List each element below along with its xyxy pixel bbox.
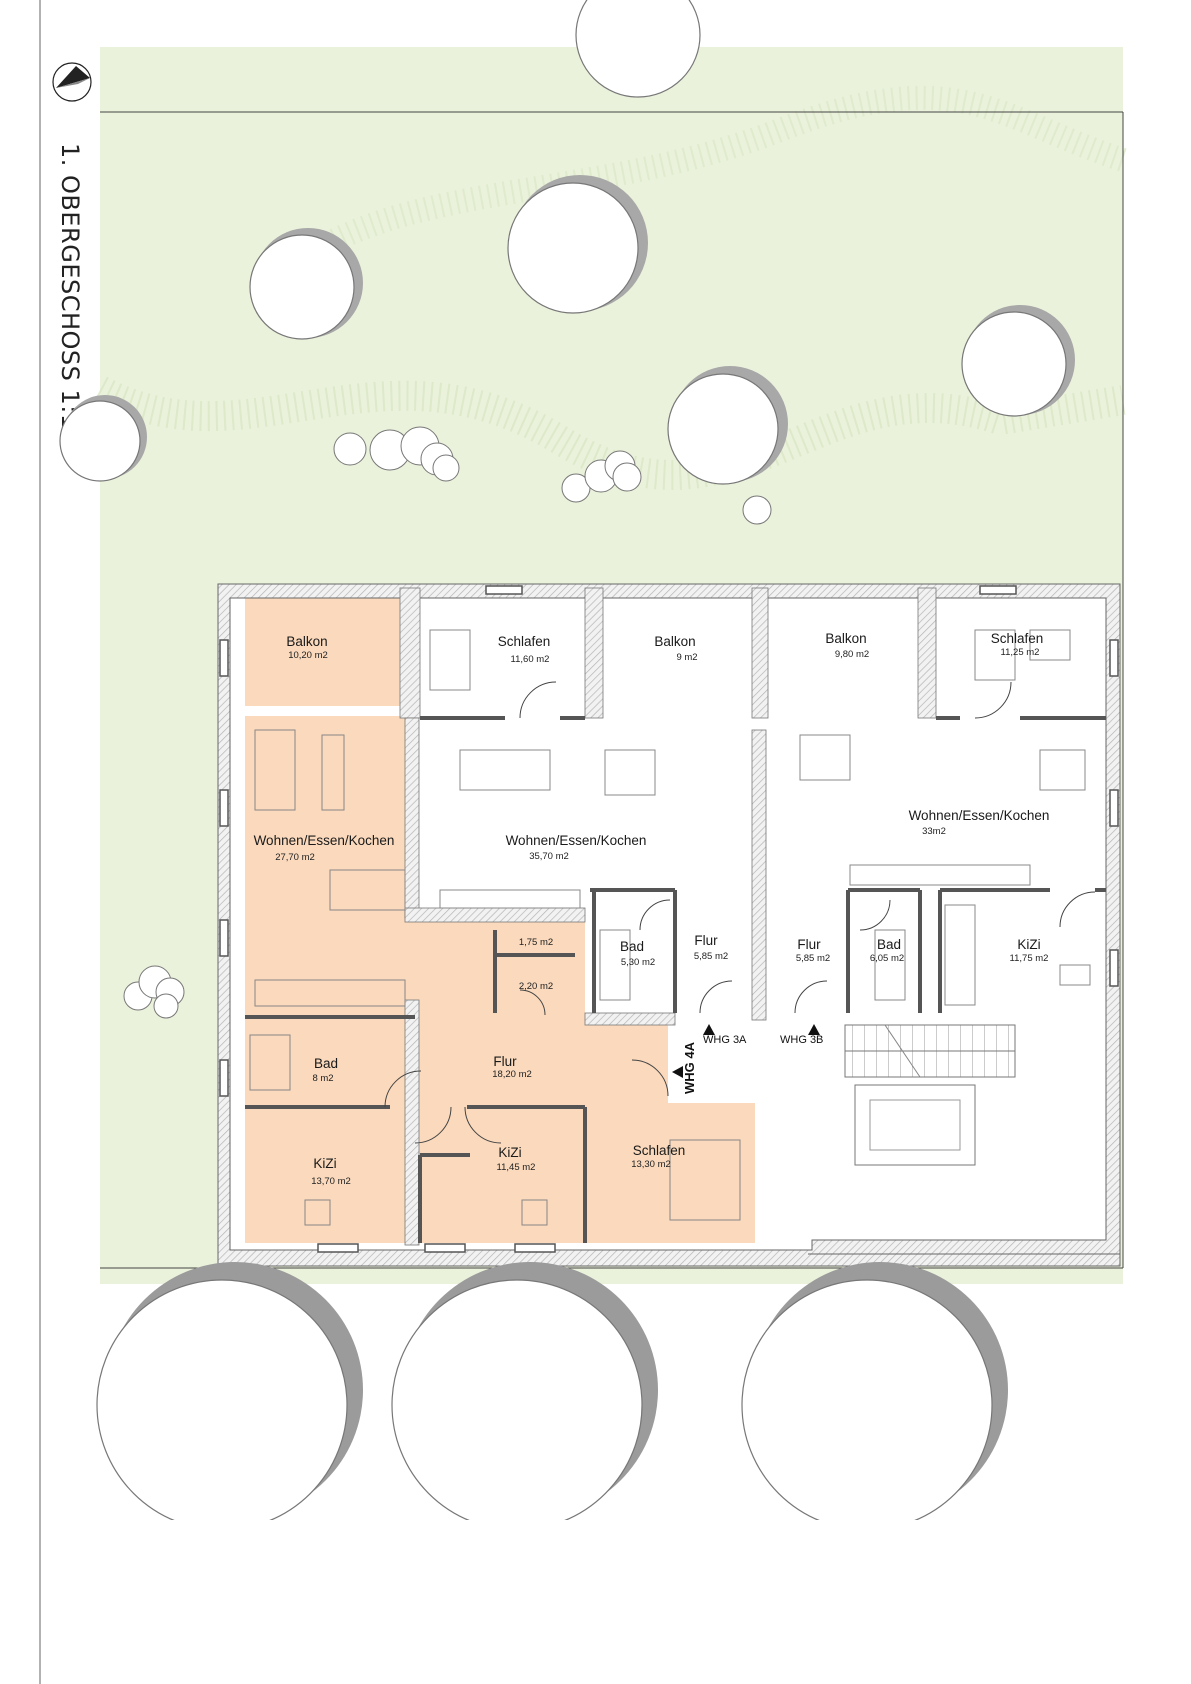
- room-name: Flur: [694, 933, 718, 948]
- tree-icon: [575, 0, 701, 98]
- room-name: Wohnen/Essen/Kochen: [254, 833, 395, 848]
- tree-icon: [961, 305, 1075, 417]
- shrub-icon: [123, 965, 185, 1019]
- entrance-label-4a: WHG 4A: [682, 1041, 697, 1094]
- room-area: 9 m2: [676, 652, 697, 663]
- room-area: 27,70 m2: [275, 852, 315, 863]
- tree-icon: [667, 366, 788, 485]
- room-labels: Balkon 10,20 m2 Schlafen 11,60 m2 Balkon…: [254, 631, 1050, 1187]
- room-name: Bad: [620, 939, 644, 954]
- tree-icon: [507, 175, 648, 314]
- room-area: 11,60 m2: [511, 654, 550, 665]
- room-area: 35,70 m2: [529, 851, 569, 862]
- room-name: KiZi: [498, 1145, 521, 1160]
- entrance-arrows: [672, 1024, 820, 1078]
- room-area: 13,30 m2: [631, 1159, 671, 1170]
- entrance-label-3b: WHG 3B: [780, 1034, 823, 1046]
- room-area: 5,30 m2: [621, 957, 655, 968]
- room-name: Flur: [797, 937, 821, 952]
- room-area: 10,20 m2: [288, 650, 328, 661]
- room-area: 1,75 m2: [519, 937, 553, 948]
- room-area: 6,05 m2: [870, 953, 904, 964]
- room-name: Balkon: [825, 631, 866, 646]
- room-area: 11,25 m2: [1001, 647, 1040, 658]
- room-name: Balkon: [654, 634, 695, 649]
- tree-icon: [249, 228, 363, 340]
- room-name: Wohnen/Essen/Kochen: [909, 808, 1050, 823]
- tree-icon: [96, 1262, 363, 1531]
- entrance-label-3a: WHG 3A: [703, 1034, 747, 1046]
- room-area: 11,75 m2: [1010, 953, 1049, 964]
- shrub-icon: [561, 450, 772, 525]
- room-name: Flur: [493, 1054, 517, 1069]
- room-area: 13,70 m2: [311, 1176, 351, 1187]
- room-name: Balkon: [286, 634, 327, 649]
- room-area: 9,80 m2: [835, 649, 869, 660]
- tree-icon: [391, 1262, 658, 1531]
- trees: [59, 0, 1075, 1019]
- shrub-icon: [333, 426, 460, 482]
- room-name: Bad: [314, 1056, 338, 1071]
- tree-icon: [741, 1262, 1008, 1531]
- unit-4a-highlight: [245, 598, 755, 1243]
- room-name: Schlafen: [498, 634, 551, 649]
- tree-icon: [59, 395, 147, 482]
- room-area: 2,20 m2: [519, 981, 553, 992]
- room-name: Wohnen/Essen/Kochen: [506, 833, 647, 848]
- room-name: KiZi: [1017, 937, 1040, 952]
- room-name: Schlafen: [991, 631, 1044, 646]
- street-trees: [96, 1262, 1123, 1600]
- room-name: Schlafen: [633, 1143, 686, 1158]
- room-name: KiZi: [313, 1156, 336, 1171]
- room-area: 8 m2: [312, 1073, 333, 1084]
- room-area: 5,85 m2: [694, 951, 728, 962]
- north-arrow-icon: [52, 62, 92, 102]
- room-area: 33m2: [922, 826, 946, 837]
- room-area: 18,20 m2: [492, 1069, 532, 1080]
- stairwell: [844, 1024, 1016, 1166]
- room-area: 11,45 m2: [497, 1162, 536, 1173]
- room-area: 5,85 m2: [796, 953, 830, 964]
- room-name: Bad: [877, 937, 901, 952]
- building: [217, 583, 1121, 1267]
